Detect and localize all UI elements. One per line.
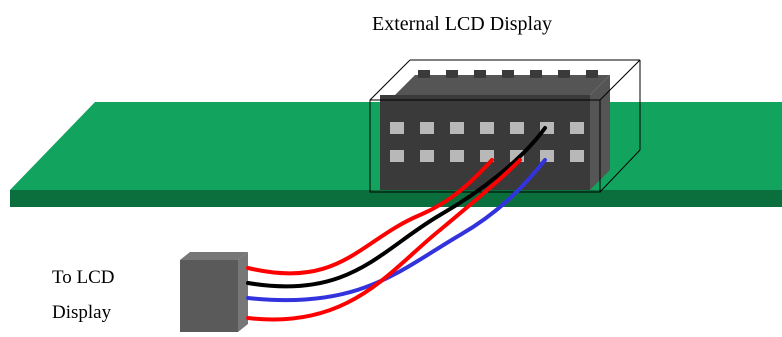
plug-block bbox=[180, 252, 248, 332]
header-pin bbox=[480, 122, 494, 134]
header-tooth bbox=[586, 70, 598, 78]
header-pin bbox=[450, 150, 464, 162]
header-pin bbox=[390, 150, 404, 162]
header-teeth bbox=[418, 70, 598, 78]
to-lcd-label-line2: Display bbox=[52, 302, 112, 323]
wire-bundle bbox=[246, 126, 547, 322]
header-pins bbox=[390, 122, 584, 162]
to-lcd-label-line1: To LCD bbox=[52, 267, 115, 288]
plug-side bbox=[238, 252, 248, 332]
header-pin bbox=[570, 122, 584, 134]
header-pin bbox=[510, 122, 524, 134]
header-pin bbox=[450, 122, 464, 134]
plug-front bbox=[180, 260, 238, 332]
header-tooth bbox=[446, 70, 458, 78]
header-pin bbox=[420, 122, 434, 134]
header-pin bbox=[570, 150, 584, 162]
pin-header-front bbox=[380, 95, 590, 190]
header-tooth bbox=[530, 70, 542, 78]
connector-shroud-back bbox=[369, 59, 641, 150]
header-pin bbox=[390, 122, 404, 134]
header-tooth bbox=[558, 70, 570, 78]
wire-red-top bbox=[246, 158, 494, 276]
plug-top bbox=[180, 252, 248, 260]
pcb-board-front bbox=[10, 190, 782, 207]
header-pin bbox=[420, 150, 434, 162]
external-display-label: External LCD Display bbox=[372, 13, 552, 35]
wire-black bbox=[246, 126, 547, 289]
pin-header bbox=[380, 70, 610, 190]
pin-header-top bbox=[395, 75, 610, 95]
header-tooth bbox=[502, 70, 514, 78]
wire-blue bbox=[246, 158, 547, 303]
header-tooth bbox=[418, 70, 430, 78]
header-tooth bbox=[474, 70, 486, 78]
header-pin bbox=[540, 150, 554, 162]
wire-red-bottom bbox=[246, 158, 522, 322]
